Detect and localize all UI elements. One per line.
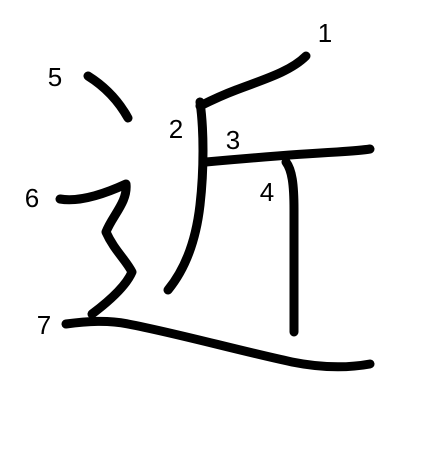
stroke-number-2: 2 <box>169 114 183 144</box>
stroke-number-1: 1 <box>318 18 332 48</box>
stroke-number-4: 4 <box>260 177 274 207</box>
stroke-5 <box>83 71 133 123</box>
stroke-number-3: 3 <box>226 125 240 155</box>
stroke-4 <box>281 157 299 337</box>
stroke-6 <box>55 179 137 319</box>
stroke-3 <box>201 144 375 167</box>
stroke-number-7: 7 <box>37 310 51 340</box>
stroke-1 <box>195 51 311 111</box>
stroke-7 <box>61 316 375 372</box>
stroke-2 <box>163 97 208 295</box>
stroke-number-5: 5 <box>48 62 62 92</box>
stroke-number-6: 6 <box>25 183 39 213</box>
